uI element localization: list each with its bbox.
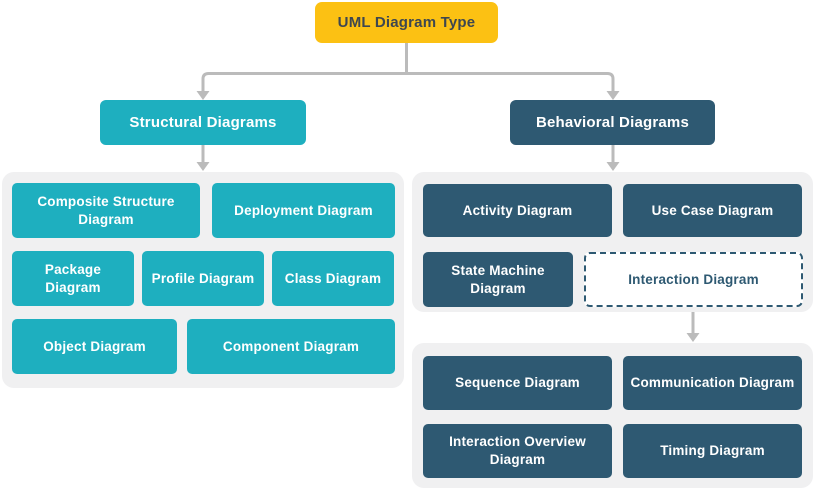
node-deployment-diagram: Deployment Diagram xyxy=(212,183,395,238)
branch-split-line xyxy=(201,72,615,92)
node-class-diagram: Class Diagram xyxy=(272,251,394,306)
node-object-diagram: Object Diagram xyxy=(12,319,177,374)
arrow-down-icon xyxy=(606,162,620,171)
node-interaction-overview-diagram: Interaction Overview Diagram xyxy=(423,424,612,478)
node-sequence-diagram: Sequence Diagram xyxy=(423,356,612,410)
node-behavioral-diagrams: Behavioral Diagrams xyxy=(510,100,715,145)
arrow-down-icon xyxy=(606,91,620,100)
node-activity-diagram: Activity Diagram xyxy=(423,184,612,237)
node-package-diagram: Package Diagram xyxy=(12,251,134,306)
arrow-down-icon xyxy=(196,91,210,100)
node-state-machine-diagram: State Machine Diagram xyxy=(423,252,573,307)
arrow-down-icon xyxy=(196,162,210,171)
node-component-diagram: Component Diagram xyxy=(187,319,395,374)
node-composite-structure-diagram: Composite Structure Diagram xyxy=(12,183,200,238)
structural-group-container: Composite Structure Diagram Deployment D… xyxy=(2,172,404,388)
arrow-down-icon xyxy=(686,333,700,342)
node-interaction-diagram: Interaction Diagram xyxy=(584,252,803,307)
node-communication-diagram: Communication Diagram xyxy=(623,356,802,410)
node-profile-diagram: Profile Diagram xyxy=(142,251,264,306)
node-use-case-diagram: Use Case Diagram xyxy=(623,184,802,237)
behavioral-group-container: Activity Diagram Use Case Diagram State … xyxy=(412,172,813,312)
interaction-group-container: Sequence Diagram Communication Diagram I… xyxy=(412,343,813,488)
node-structural-diagrams: Structural Diagrams xyxy=(100,100,306,145)
node-timing-diagram: Timing Diagram xyxy=(623,424,802,478)
node-uml-diagram-type: UML Diagram Type xyxy=(315,2,498,43)
